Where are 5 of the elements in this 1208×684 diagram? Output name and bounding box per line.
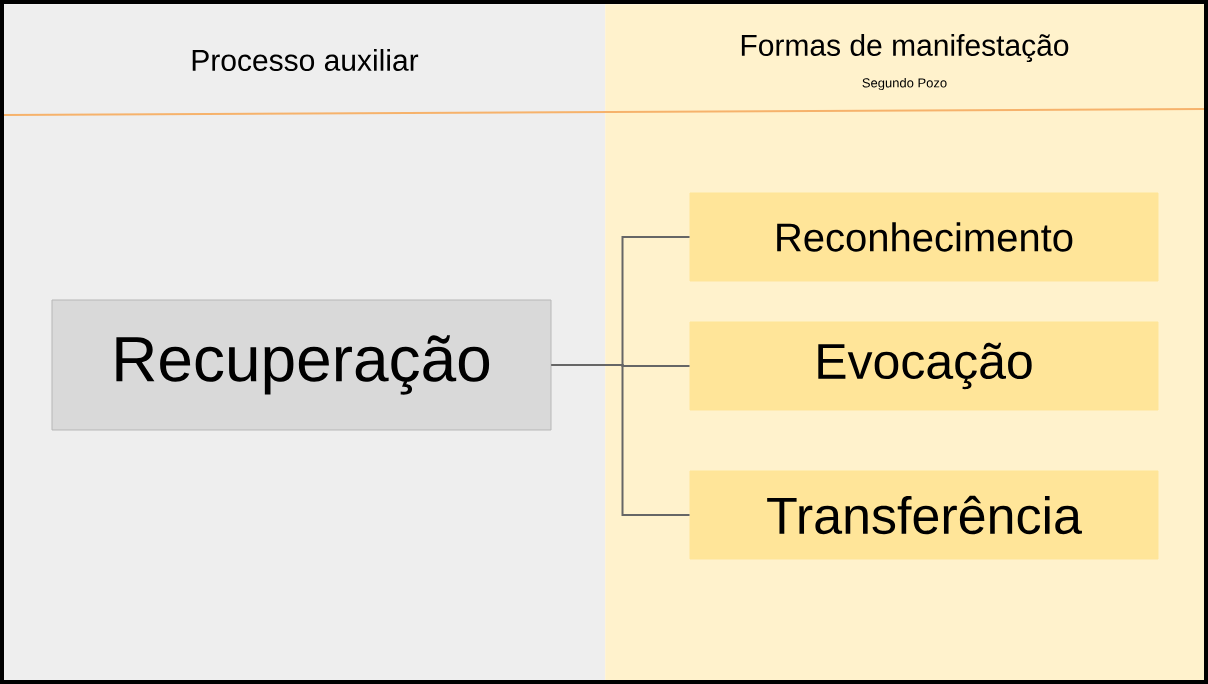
term-box: Evocação	[689, 321, 1159, 411]
term-box: Transferência	[689, 470, 1159, 560]
process-box: Recuperação	[51, 299, 552, 431]
connector	[550, 364, 691, 516]
term-box: Reconhecimento	[689, 192, 1159, 282]
